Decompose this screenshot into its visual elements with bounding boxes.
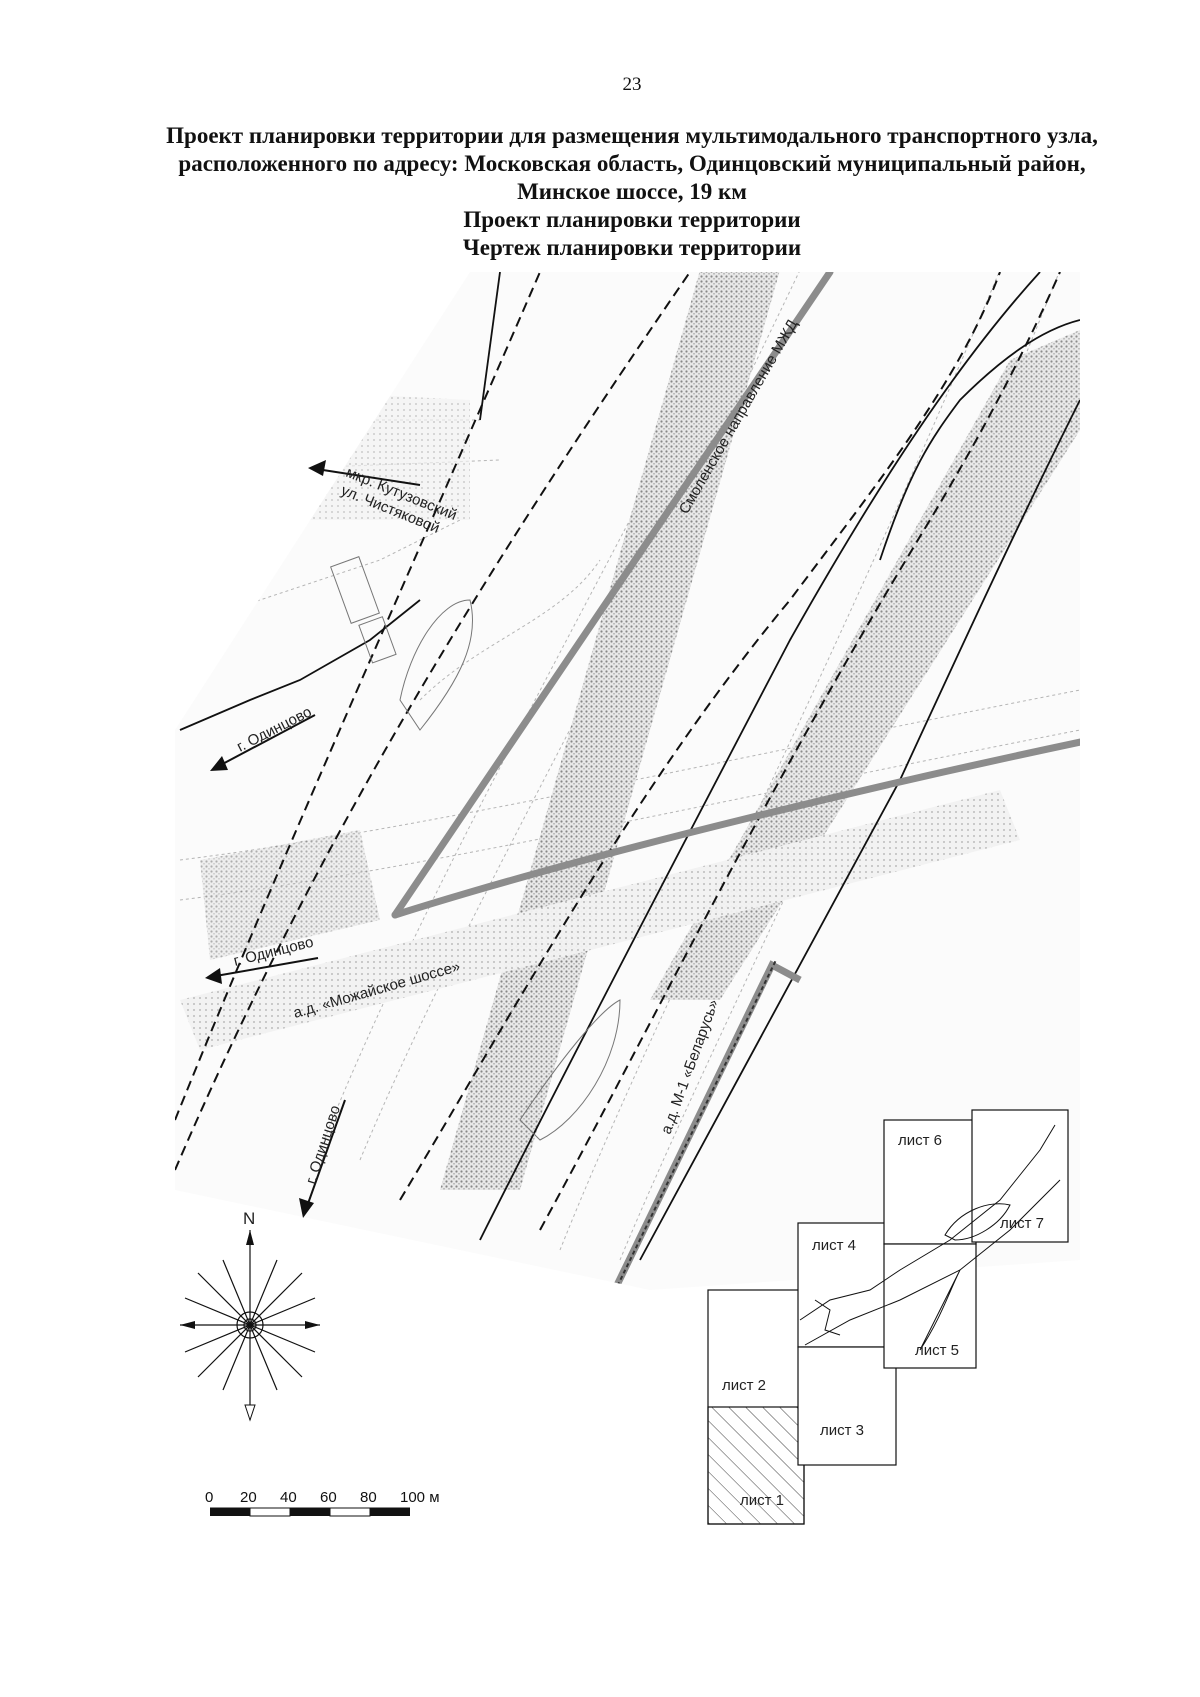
transit-lines (391, 272, 1080, 919)
scale-tick-100: 100 м (400, 1489, 440, 1506)
compass-north-label: N (243, 1209, 255, 1228)
m1-corridor (650, 330, 1080, 1000)
scale-tick-20: 20 (240, 1489, 257, 1506)
sheet-label-2: лист 2 (722, 1377, 766, 1394)
boundary-solid (179, 272, 1080, 1261)
sheet-label-3: лист 3 (820, 1422, 864, 1439)
sheet-label-5: лист 5 (915, 1342, 959, 1359)
arrow-kutuzovsky (308, 460, 421, 486)
map-body (175, 272, 1080, 1290)
sheet-index (707, 1109, 1069, 1525)
title-block: Проект планировки территории для размеще… (0, 122, 1200, 262)
sheet-4-box (797, 1222, 897, 1348)
sheet-5-box (883, 1243, 977, 1369)
station-area (200, 830, 380, 960)
sheet-label-7: лист 7 (1000, 1215, 1044, 1232)
m1-transit-line (584, 960, 802, 1290)
compass-rose (180, 1230, 320, 1422)
title-line-2: расположенного по адресу: Московская обл… (178, 151, 1086, 176)
title-line-4: Проект планировки территории (463, 207, 801, 232)
title-line-3: Минское шоссе, 19 км (517, 179, 747, 204)
sheet-1-box (707, 1406, 805, 1525)
sheet-label-4: лист 4 (812, 1237, 856, 1254)
arrow-odintsovo-1 (210, 714, 316, 771)
scale-bar (210, 1507, 410, 1517)
scale-tick-80: 80 (360, 1489, 377, 1506)
sheet-label-1: лист 1 (740, 1492, 784, 1509)
sheet-label-6: лист 6 (898, 1132, 942, 1149)
m1-edge-line (595, 959, 777, 1290)
page-number: 23 (622, 74, 642, 95)
mozhayskoe-corridor (180, 790, 1020, 1050)
sheet-6-box (883, 1119, 977, 1245)
scale-tick-0: 0 (205, 1489, 213, 1506)
boundary-dashed (175, 272, 1061, 1231)
title-line-1: Проект планировки территории для размеще… (166, 123, 1098, 148)
scale-tick-60: 60 (320, 1489, 337, 1506)
scale-tick-40: 40 (280, 1489, 297, 1506)
sheet-3-box (797, 1346, 897, 1466)
building-outlines (330, 556, 621, 1141)
title-line-5: Чертеж планировки территории (462, 235, 802, 260)
arrow-odintsovo-2 (205, 957, 319, 984)
arrow-odintsovo-3 (299, 1099, 346, 1218)
